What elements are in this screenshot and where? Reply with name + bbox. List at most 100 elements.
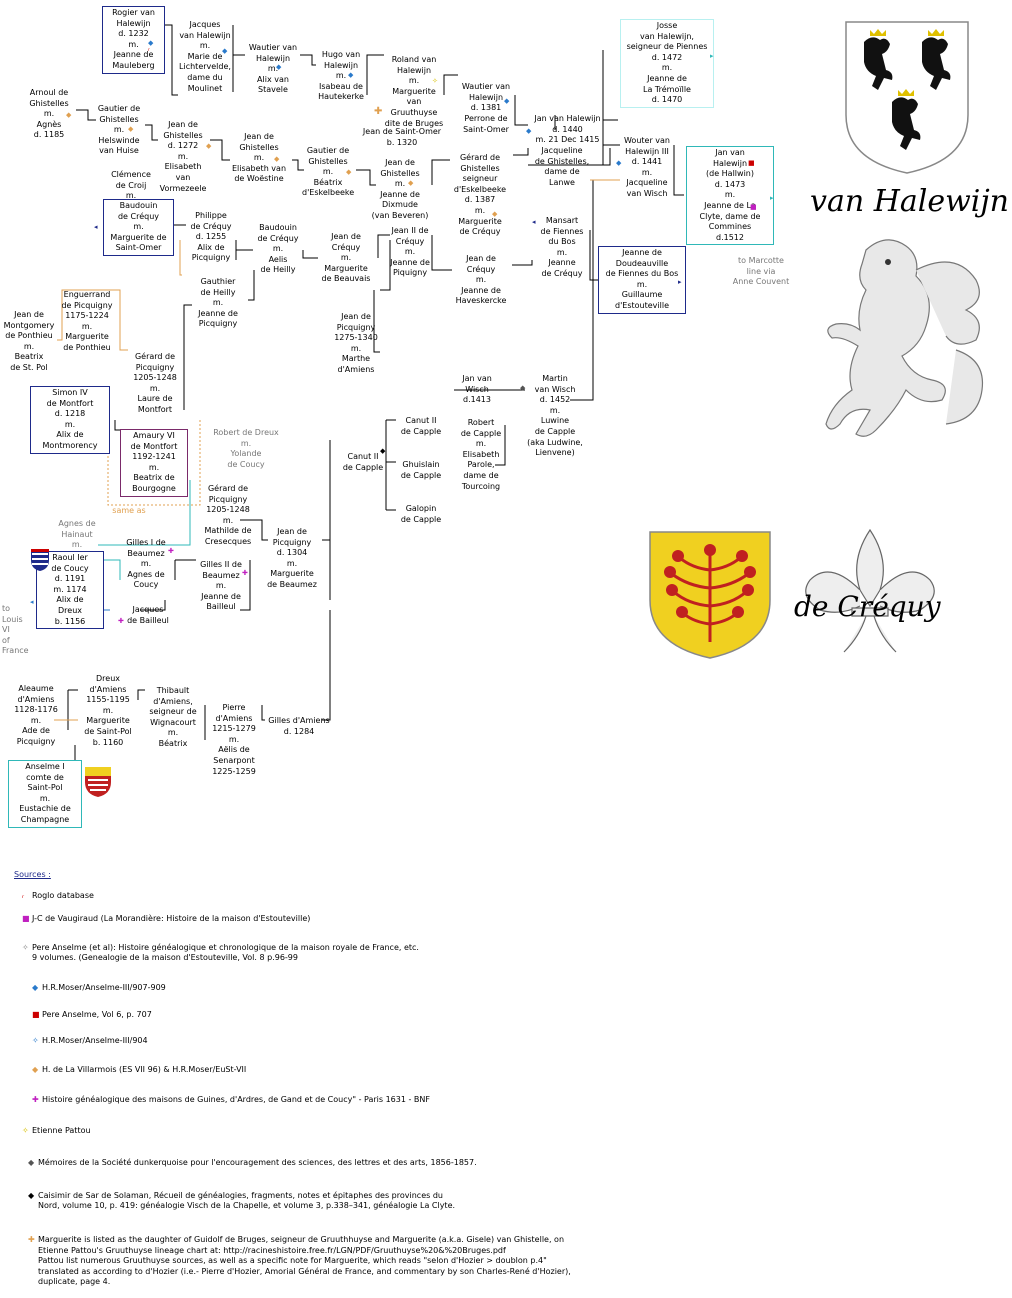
- person-anselme-i-comte-de-saint-pol[interactable]: Anselme I comte de Saint-Pol m. Eustachi…: [8, 760, 82, 828]
- black-diamond-icon: ◆: [520, 384, 526, 392]
- person-jean-de-ghistelles-1272[interactable]: Jean de Ghistelles d. 1272 m. Elisabeth …: [159, 120, 207, 193]
- person-gilles-d-amiens[interactable]: Gilles d'Amiens d. 1284: [268, 716, 330, 736]
- source-item: ✧H.R.Moser/Anselme-III/904: [32, 1036, 148, 1045]
- orange-diamond-icon: ◆: [492, 210, 498, 218]
- arrow-left-icon[interactable]: ◂: [30, 598, 34, 606]
- person-jacques-de-bailleul[interactable]: Jacques de Bailleul: [127, 605, 169, 625]
- person-dreux-d-amiens[interactable]: Dreux d'Amiens 1155-1195 m. Marguerite d…: [84, 674, 132, 747]
- blue-diamond-icon: ◆: [616, 159, 622, 167]
- person-roland-van-halewijn[interactable]: Roland van Halewijn m. Marguerite van Gr…: [384, 55, 444, 128]
- person-martin-van-wisch[interactable]: Martin van Wisch d. 1452 m. Luwine de Ca…: [527, 374, 583, 458]
- person-rogier-van-halewijn[interactable]: Rogier van Halewijn d. 1232 m. Jeanne de…: [102, 6, 165, 74]
- person-robert-de-capple[interactable]: Robert de Capple m. Elisabeth Parole, da…: [460, 418, 502, 491]
- arrow-left-icon[interactable]: ◂: [532, 218, 536, 226]
- arrow-right-icon[interactable]: ▸: [710, 52, 714, 60]
- orange-diamond-icon: ◆: [408, 179, 414, 187]
- person-jacques-van-halewijn[interactable]: Jacques van Halewijn m. Marie de Lichter…: [179, 20, 231, 93]
- source-item: ✚Histoire généalogique des maisons de Gu…: [32, 1095, 430, 1104]
- person-jean-de-crequy-haveskercke[interactable]: Jean de Créquy m. Jeanne de Haveskercke: [455, 254, 507, 306]
- sources-heading: Sources :: [14, 870, 51, 879]
- person-jean-de-ghistelles[interactable]: Jean de Ghistelles m. Elisabeth van de W…: [231, 132, 287, 184]
- halewijn-coat-of-arms-icon: [845, 21, 969, 174]
- source-item: ◆H. de La Villarmois (ES VII 96) & H.R.M…: [32, 1064, 247, 1074]
- person-jean-ii-de-crequy[interactable]: Jean II de Créquy m. Jeanne de Piquigny: [390, 226, 430, 278]
- person-clemence-de-croij[interactable]: Clémence de Croij m.: [111, 170, 151, 201]
- link-to-marcotte-line[interactable]: to Marcotte line via Anne Couvent: [732, 256, 790, 287]
- person-gilles-i-de-beaumez[interactable]: Gilles I de Beaumez m. Agnes de Coucy: [126, 538, 166, 590]
- person-jean-de-picquigny-1275[interactable]: Jean de Picquigny 1275-1340 m. Marthe d'…: [334, 312, 378, 374]
- person-jean-de-montgomery[interactable]: Jean de Montgomery de Ponthieu m. Beatri…: [3, 310, 55, 372]
- red-square-icon: ■: [32, 1009, 40, 1019]
- orange-diamond-icon: ◆: [206, 142, 212, 150]
- person-ghuislain-de-capple[interactable]: Ghuislain de Capple: [400, 460, 442, 480]
- plus-icon: ✚: [168, 547, 174, 555]
- person-baudouin-de-crequy[interactable]: Baudouin de Créquy m. Marguerite de Sain…: [103, 199, 174, 256]
- person-jean-de-ghistelles-dixmude[interactable]: Jean de Ghistelles m. Jeanne de Dixmude …: [371, 158, 429, 220]
- arrow-left-icon[interactable]: ◂: [94, 223, 98, 231]
- blue-diamond-icon: ◆: [348, 71, 354, 79]
- person-jean-de-saint-omer[interactable]: Jean de Saint-Omer b. 1320: [362, 127, 442, 147]
- plus-icon: ✚: [118, 617, 124, 625]
- black-diamond-icon: ◆: [28, 1190, 35, 1200]
- source-item: ◆Caisimir de Sar de Solaman, Récueil de …: [22, 1191, 602, 1225]
- source-item: ✧Etienne Pattou: [22, 1125, 91, 1135]
- person-amaury-vi-de-montfort[interactable]: Amaury VI de Montfort 1192-1241 m. Beatr…: [120, 429, 188, 497]
- person-wautier-van-halewijn[interactable]: Wautier van Halewijn m. Alix van Stavele: [248, 43, 298, 95]
- person-robert-de-dreux[interactable]: Robert de Dreux m. Yolande de Coucy: [213, 428, 279, 469]
- person-pierre-d-amiens[interactable]: Pierre d'Amiens 1215-1279 m. Aëlis de Se…: [212, 703, 256, 776]
- person-jan-van-halewijn-1440[interactable]: Jan van Halewijn d. 1440 m. 21 Dec 1415: [534, 114, 601, 145]
- person-gautier-de-ghistelles[interactable]: Gautier de Ghistelles m. Helswinde van H…: [97, 104, 141, 156]
- person-philippe-de-crequy[interactable]: Philippe de Créquy d. 1255 Alix de Picqu…: [190, 211, 232, 263]
- halewijn-title: van Halewijn: [810, 184, 1009, 219]
- person-jan-van-halewijn-hallwin[interactable]: Jan van Halewijn (de Hallwin) d. 1473 m.…: [686, 146, 774, 246]
- orange-diamond-icon: ◆: [66, 111, 72, 119]
- arrow-right-icon[interactable]: ▸: [770, 194, 774, 202]
- person-jean-de-picquigny-1304[interactable]: Jean de Picquigny d. 1304 m. Marguerite …: [267, 527, 317, 589]
- source-item: ◆Mémoires de la Société dunkerquoise pou…: [28, 1158, 477, 1167]
- person-canut-ii-de-capple-1[interactable]: Canut II de Capple: [400, 416, 442, 436]
- person-canut-ii-de-capple-2[interactable]: Canut II de Capple: [342, 452, 384, 472]
- fleur-de-lis-icon: [805, 528, 935, 653]
- star-icon: ✧: [22, 942, 29, 952]
- person-jeanne-de-doudeauville[interactable]: Jeanne de Doudeauville de Fiennes du Bos…: [598, 246, 686, 314]
- arrow-right-icon[interactable]: ▸: [678, 278, 682, 286]
- person-wouter-van-halewijn-iii[interactable]: Wouter van Halewijn III d. 1441 m. Jacqu…: [623, 136, 670, 198]
- person-mansart-de-fiennes[interactable]: Mansart de Fiennes du Bos m. Jeanne de C…: [540, 216, 584, 278]
- person-galopin-de-capple[interactable]: Galopin de Capple: [400, 504, 442, 524]
- person-gerard-de-picquigny-montfort[interactable]: Gérard de Picquigny 1205-1248 m. Laure d…: [133, 352, 177, 414]
- person-jean-de-crequy[interactable]: Jean de Créquy m. Marguerite de Beauvais: [321, 232, 371, 284]
- plus-icon: ✚: [32, 1095, 39, 1104]
- person-gerard-de-picquigny-cresecques[interactable]: Gérard de Picquigny 1205-1248 m. Mathild…: [204, 484, 252, 546]
- person-raoul-ier-de-coucy[interactable]: Raoul Ier de Coucy d. 1191 m. 1174 Alix …: [36, 551, 104, 630]
- square-icon: ■: [750, 203, 757, 211]
- orange-plus-icon: ✚: [374, 106, 383, 117]
- person-agnes-de-hainaut[interactable]: Agnes de Hainaut m.: [58, 519, 96, 550]
- person-jacqueline-de-ghistelles[interactable]: Jacqueline de Ghistelles, dame de Lanwe: [534, 146, 590, 187]
- saint-pol-shield-icon: [85, 767, 111, 797]
- plus-icon: ✚: [242, 569, 248, 577]
- person-thibault-d-amiens[interactable]: Thibault d'Amiens, seigneur de Wignacour…: [149, 686, 197, 748]
- link-to-louis-vi[interactable]: to Louis VI of France: [2, 604, 29, 656]
- person-wautier-van-halewijn-1381[interactable]: Wautier van Halewijn d. 1381: [461, 82, 511, 113]
- tree-connector-lines: [40, 24, 684, 801]
- person-arnoul-de-ghistelles[interactable]: Arnoul de Ghistelles m. Agnès d. 1185: [29, 88, 69, 140]
- crequy-coat-of-arms-icon: [649, 531, 771, 659]
- person-hugo-van-halewijn[interactable]: Hugo van Halewijn m. Isabeau de Hauteker…: [318, 50, 364, 102]
- person-aleaume-d-amiens[interactable]: Aleaume d'Amiens 1128-1176 m. Ade de Pic…: [14, 684, 58, 746]
- person-jan-van-wisch[interactable]: Jan van Wisch d.1413: [462, 374, 492, 405]
- person-gilles-ii-de-beaumez[interactable]: Gilles II de Beaumez m. Jeanne de Baille…: [200, 560, 242, 612]
- crequy-title: de Créquy: [794, 590, 941, 623]
- person-simon-iv-de-montfort[interactable]: Simon IV de Montfort d. 1218 m. Alix de …: [30, 386, 110, 454]
- square-icon: ■: [22, 914, 30, 923]
- blue-diamond-icon: ◆: [222, 47, 228, 55]
- person-enguerrand-de-picquigny[interactable]: Enguerrand de Picquigny 1175-1224 m. Mar…: [61, 290, 113, 352]
- person-gerard-de-ghistelles[interactable]: Gérard de Ghistelles seigneur d'Eskelbee…: [453, 153, 507, 237]
- yellow-star-icon: ✧: [22, 1125, 29, 1135]
- person-perrone-de-saint-omer[interactable]: Perrone de Saint-Omer: [463, 114, 509, 134]
- person-gauthier-de-heilly[interactable]: Gauthier de Heilly m. Jeanne de Picquign…: [198, 277, 238, 329]
- same-as-label: same as: [112, 506, 146, 515]
- person-baudouin-de-crequy-2[interactable]: Baudouin de Créquy m. Aelis de Heilly: [257, 223, 299, 275]
- person-gautier-de-ghistelles-2[interactable]: Gautier de Ghistelles m. Béatrix d'Eskel…: [302, 146, 355, 198]
- person-josse-van-halewijn[interactable]: Josse van Halewijn, seigneur de Piennes …: [620, 19, 714, 108]
